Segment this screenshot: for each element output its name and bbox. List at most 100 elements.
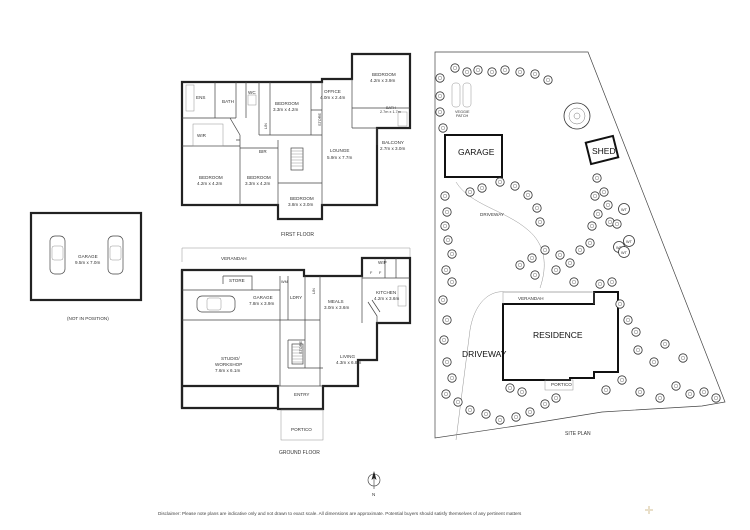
room-bedroom-4-2x3-9-name: BEDROOM [372, 72, 396, 77]
tree-icon-core [567, 260, 573, 266]
gf-store-label: STORE [229, 278, 245, 283]
gf-meals-size: 3.0m x 3.6m [324, 305, 349, 310]
tree-icon [439, 335, 449, 345]
gf-studio-line-2: WORKSHOP [215, 362, 242, 367]
water-tank-icon: WT [618, 246, 630, 258]
tree-icon [447, 249, 457, 259]
compass-letter: N [372, 492, 375, 497]
gf-studio-size: 7.6m x 6.1m [215, 368, 240, 373]
tree-icon [435, 91, 445, 101]
tree-icon [678, 353, 688, 363]
site-driveway-bottom-label: DRIVEWAY [462, 349, 507, 359]
tree-icon-core [519, 389, 525, 395]
tree-icon-core [443, 267, 449, 273]
tree-icon-core [553, 267, 559, 273]
tree-icon [585, 238, 595, 248]
tree-icon [543, 75, 553, 85]
gf-lin-label: LIN [312, 288, 316, 294]
tree-icon-core [440, 297, 446, 303]
tree-icon-core [595, 211, 601, 217]
tree-icon-core [437, 109, 443, 115]
tree-icon [435, 73, 445, 83]
tree-icon-core [633, 329, 639, 335]
veggie-patch-beds [451, 82, 472, 108]
tree-icon-core [545, 77, 551, 83]
tree-icon [473, 65, 483, 75]
tree-icon [699, 387, 709, 397]
tree-icon [438, 123, 448, 133]
tree-icon-core [597, 281, 603, 287]
tree-icon-core [603, 387, 609, 393]
room-bedroom-4-2x4-2-name: BEDROOM [199, 175, 223, 180]
first-floor-plan: ENS WC BATH BEDROOM 3.3m x 4.2m OFFICE 4… [180, 52, 412, 238]
tree-icon [447, 373, 457, 383]
site-veggie-line-2: PATCH [456, 114, 469, 118]
tree-icon [487, 67, 497, 77]
room-balcony-name: BALCONY [382, 140, 404, 145]
room-bedroom-4-2x4-2-size: 4.2m x 4.2m [197, 181, 222, 186]
first-floor-walls [182, 79, 410, 205]
ground-floor-plan: VERANDAH STORE WM WIP F F GARAGE 7.8m x … [180, 247, 412, 456]
tree-icon [527, 253, 537, 263]
tree-icon-core [444, 209, 450, 215]
tree-icon-core [449, 279, 455, 285]
tree-icon [530, 270, 540, 280]
tree-icon [711, 393, 721, 403]
tree-icon [540, 399, 550, 409]
tree-icon-core [557, 252, 563, 258]
tree-icon-core [651, 359, 657, 365]
room-store-label: STORE [318, 113, 322, 126]
site-garage-label: GARAGE [458, 147, 495, 157]
tree-icon [465, 187, 475, 197]
wir-robe [192, 123, 224, 147]
gf-ldry-label: LDRY [290, 295, 302, 300]
site-driveway-path [455, 181, 592, 441]
tree-icon [462, 67, 472, 77]
detached-garage-plan: GARAGE 9.5m x 7.0m (NOT IN POSITION) [29, 211, 143, 321]
tree-icon-core [437, 93, 443, 99]
tree-icon [440, 191, 450, 201]
ground-floor-walls [182, 258, 410, 387]
tree-icon-core [662, 341, 668, 347]
tree-icon-core [444, 359, 450, 365]
tree-icon [569, 277, 579, 287]
tree-icon-core [532, 71, 538, 77]
tree-icon-core [437, 75, 443, 81]
portico-outline [280, 409, 324, 441]
tree-icon [615, 299, 625, 309]
tree-icon-core [502, 67, 508, 73]
tree-icon [635, 387, 645, 397]
tree-icon-core [441, 337, 447, 343]
tree-icon [551, 265, 561, 275]
tree-icon [660, 339, 670, 349]
gf-kitchen-name: KITCHEN [376, 290, 396, 295]
room-bedroom-3-8x3-0-size: 3.8m x 3.0m [288, 202, 313, 207]
site-wt-4: WT [621, 251, 628, 255]
tree-icon-core [617, 301, 623, 307]
room-bedroom-4-2x3-9-size: 4.2m x 3.9m [370, 78, 395, 83]
tree-icon [587, 221, 597, 231]
gf-verandah-label: VERANDAH [221, 256, 247, 261]
site-portico-outline [544, 379, 574, 391]
detached-garage-outline [29, 211, 143, 302]
room-wc-label: WC [248, 90, 256, 95]
tree-icon-core [680, 355, 686, 361]
tree-icon [595, 279, 605, 289]
tree-icon-core [517, 262, 523, 268]
tree-icon [481, 409, 491, 419]
tree-icon-core [687, 391, 693, 397]
tree-icon-core [527, 409, 533, 415]
tree-icon [551, 393, 561, 403]
tree-icon [435, 107, 445, 117]
tree-icon [603, 200, 613, 210]
tree-icon-core [594, 175, 600, 181]
tree-icon-core [713, 395, 719, 401]
site-verandah-label: VERANDAH [518, 296, 544, 301]
gf-garage-size: 7.8m x 3.9m [249, 301, 274, 306]
tree-icon-core [444, 317, 450, 323]
tree-icon [517, 387, 527, 397]
tree-icon-core [571, 279, 577, 285]
tree-icon-core [532, 272, 538, 278]
ens-bath-fixture [185, 84, 195, 112]
tree-icon-core [542, 401, 548, 407]
